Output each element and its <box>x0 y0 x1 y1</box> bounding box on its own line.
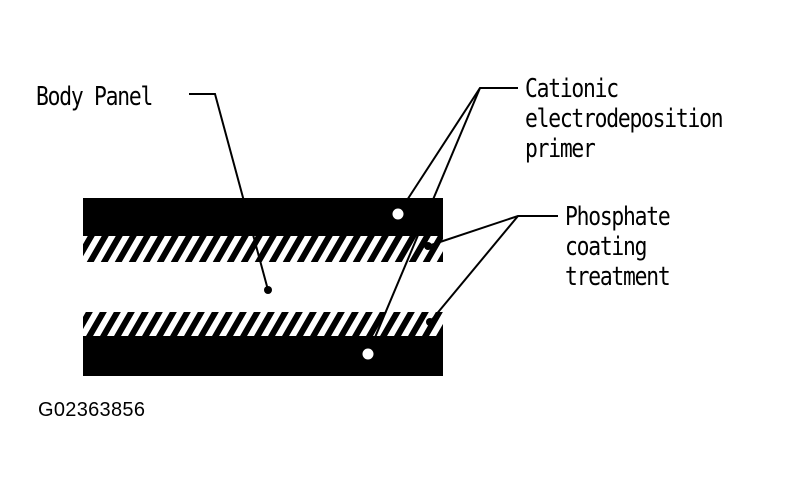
top-phosphate-layer <box>83 236 443 262</box>
figure-code: G02363856 <box>38 399 146 421</box>
cationic-primer-label: Cationic electrodeposition primer <box>525 74 724 164</box>
body-panel-leader <box>189 93 269 291</box>
bottom-primer-layer <box>83 336 443 376</box>
top-primer-layer <box>83 198 443 236</box>
body-panel-label: Body Panel <box>36 82 153 112</box>
cationic-leader-top <box>397 87 518 215</box>
phosphate-coating-label: Phosphate coating treatment <box>565 202 671 292</box>
phosphate-leader-top <box>427 215 558 247</box>
cationic-marker-top <box>389 205 407 223</box>
phosphate-dot-top <box>424 242 432 250</box>
phosphate-leader-bottom <box>429 215 519 323</box>
cationic-marker-bottom <box>359 345 377 363</box>
phosphate-dot-bottom <box>426 318 434 326</box>
cationic-leader-bottom <box>367 87 481 355</box>
body-panel-dot <box>264 286 272 294</box>
bottom-phosphate-layer <box>83 312 443 336</box>
